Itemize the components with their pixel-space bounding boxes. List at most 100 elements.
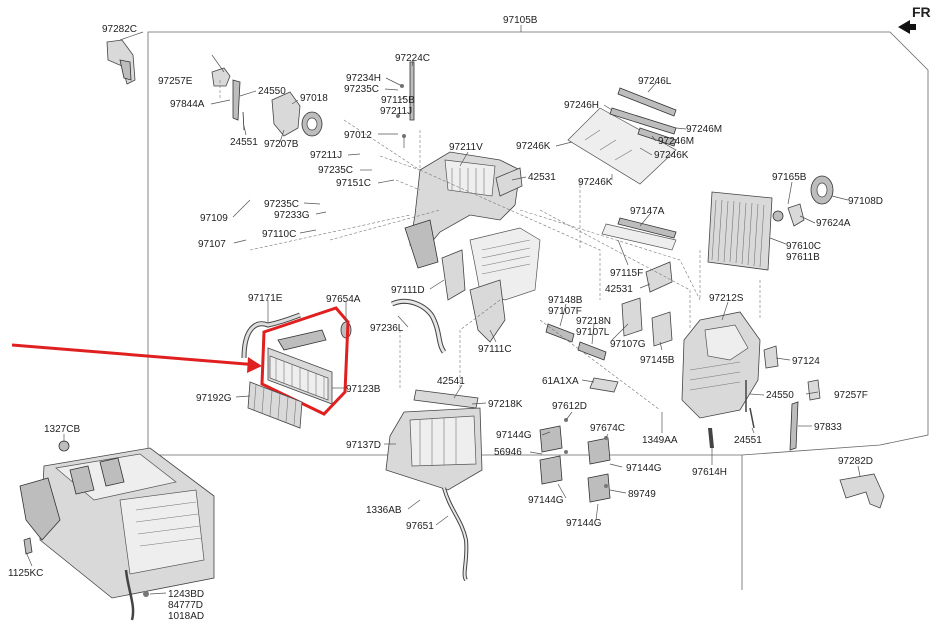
label-97651: 97651 [406, 521, 434, 532]
label-56946: 56946 [494, 447, 522, 458]
label-97111c: 97111C [478, 344, 512, 355]
pipe-97171e [241, 312, 301, 359]
label-97145b: 97145B [640, 355, 675, 366]
label-97109: 97109 [200, 213, 228, 224]
hose-97236l [390, 298, 447, 354]
label-1327cb: 1327CB [44, 424, 80, 435]
label-97246h: 97246H [564, 100, 599, 111]
highlight-arrow-icon [11, 343, 259, 367]
label-97218n: 97218N [576, 316, 611, 327]
actuator-97257e [211, 67, 241, 121]
seal-42531-right [645, 261, 673, 293]
motor-97018 [271, 91, 323, 137]
label-24550-b: 24550 [766, 390, 794, 401]
label-97833: 97833 [814, 422, 842, 433]
label-1349aa: 1349AA [642, 435, 678, 446]
label-97171e: 97171E [248, 293, 283, 304]
tray-97137d [385, 389, 483, 582]
label-97624a: 97624A [816, 218, 851, 229]
label-97612d: 97612D [552, 401, 587, 412]
label-97107: 97107 [198, 239, 226, 250]
front-arrow-icon [898, 20, 916, 34]
label-97115f: 97115F [610, 268, 643, 279]
label-42531-b: 42531 [605, 284, 633, 295]
part-labels: 97105B 97282C 97257E 24550 97018 97844A … [8, 15, 883, 622]
label-24551-top: 24551 [230, 137, 258, 148]
label-97115b: 97115B [381, 95, 415, 106]
label-97257f: 97257F [834, 390, 868, 401]
evaporator-core [707, 175, 834, 271]
label-97151c: 97151C [336, 178, 371, 189]
label-97207b: 97207B [264, 139, 299, 150]
label-97246m-a: 97246M [686, 124, 722, 135]
label-24550-top: 24550 [258, 86, 286, 97]
bracket-97282d [839, 473, 885, 509]
hvac-assembly [19, 440, 215, 621]
front-direction-indicator: FR [898, 4, 931, 34]
label-1336ab: 1336AB [366, 505, 402, 516]
label-97234h: 97234H [346, 73, 381, 84]
case-lower-97212s [681, 311, 821, 451]
label-97674c: 97674C [590, 423, 625, 434]
label-97233g: 97233G [274, 210, 310, 221]
label-97211j-b: 97211J [310, 150, 342, 161]
case-mid-97111d [441, 227, 541, 301]
label-1018ad: 1018AD [168, 611, 204, 622]
label-97144g-a: 97144G [496, 430, 532, 441]
label-97144g-c: 97144G [528, 495, 564, 506]
label-97144g-d: 97144G [566, 518, 602, 529]
label-97246k-a: 97246K [516, 141, 551, 152]
label-97211j-a: 97211J [380, 106, 412, 117]
assembly-frame [147, 31, 929, 456]
label-97018: 97018 [300, 93, 328, 104]
sensor-61a1xa [589, 377, 619, 393]
label-97147a: 97147A [630, 206, 665, 217]
label-97192g: 97192G [196, 393, 232, 404]
case-upper-97211v [404, 151, 521, 269]
label-97165b: 97165B [772, 172, 807, 183]
label-97235c-a: 97235C [344, 84, 379, 95]
label-97212s: 97212S [709, 293, 744, 304]
label-97148b: 97148B [548, 295, 583, 306]
highlight-arrowhead-icon [247, 357, 262, 373]
label-97107f: 97107F [548, 306, 582, 317]
label-61a1xa: 61A1XA [542, 376, 579, 387]
routing-lines [219, 80, 761, 411]
label-97246m-b: 97246M [658, 136, 694, 147]
label-24551-b: 24551 [734, 435, 762, 446]
label-42531-a: 42531 [528, 172, 556, 183]
label-1243bd: 1243BD [168, 589, 204, 600]
label-1125kc: 1125KC [8, 568, 43, 579]
label-97246k-b: 97246K [654, 150, 689, 161]
label-97257e-top: 97257E [158, 76, 193, 87]
label-97246l: 97246L [638, 76, 672, 87]
label-97107l: 97107L [576, 327, 610, 338]
heater-core-97192g [247, 381, 303, 429]
label-97211v: 97211V [449, 142, 483, 153]
label-97844a: 97844A [170, 99, 205, 110]
label-89749: 89749 [628, 489, 656, 500]
highlight-outline [260, 306, 350, 416]
label-97012: 97012 [344, 130, 372, 141]
label-97654a: 97654A [326, 294, 361, 305]
label-97108d: 97108D [848, 196, 883, 207]
label-97235c-c: 97235C [264, 199, 299, 210]
label-97610c: 97610C [786, 241, 821, 252]
label-97144g-b: 97144G [626, 463, 662, 474]
label-97105b: 97105B [503, 15, 538, 26]
label-97123b: 97123B [346, 384, 381, 395]
label-97246k-c: 97246K [578, 177, 613, 188]
label-97282d: 97282D [838, 456, 873, 467]
flaps-97148b [545, 297, 673, 361]
label-97111d: 97111D [391, 285, 425, 296]
filter-strip-97147a [601, 217, 677, 251]
label-97224c: 97224C [395, 53, 430, 64]
label-97124: 97124 [792, 356, 820, 367]
bracket-97282c [106, 39, 136, 85]
seal-42531-top [495, 167, 523, 197]
label-97137d: 97137D [346, 440, 381, 451]
label-42541: 42541 [437, 376, 465, 387]
duct-97111c [469, 279, 506, 343]
leader-lines [25, 31, 861, 595]
